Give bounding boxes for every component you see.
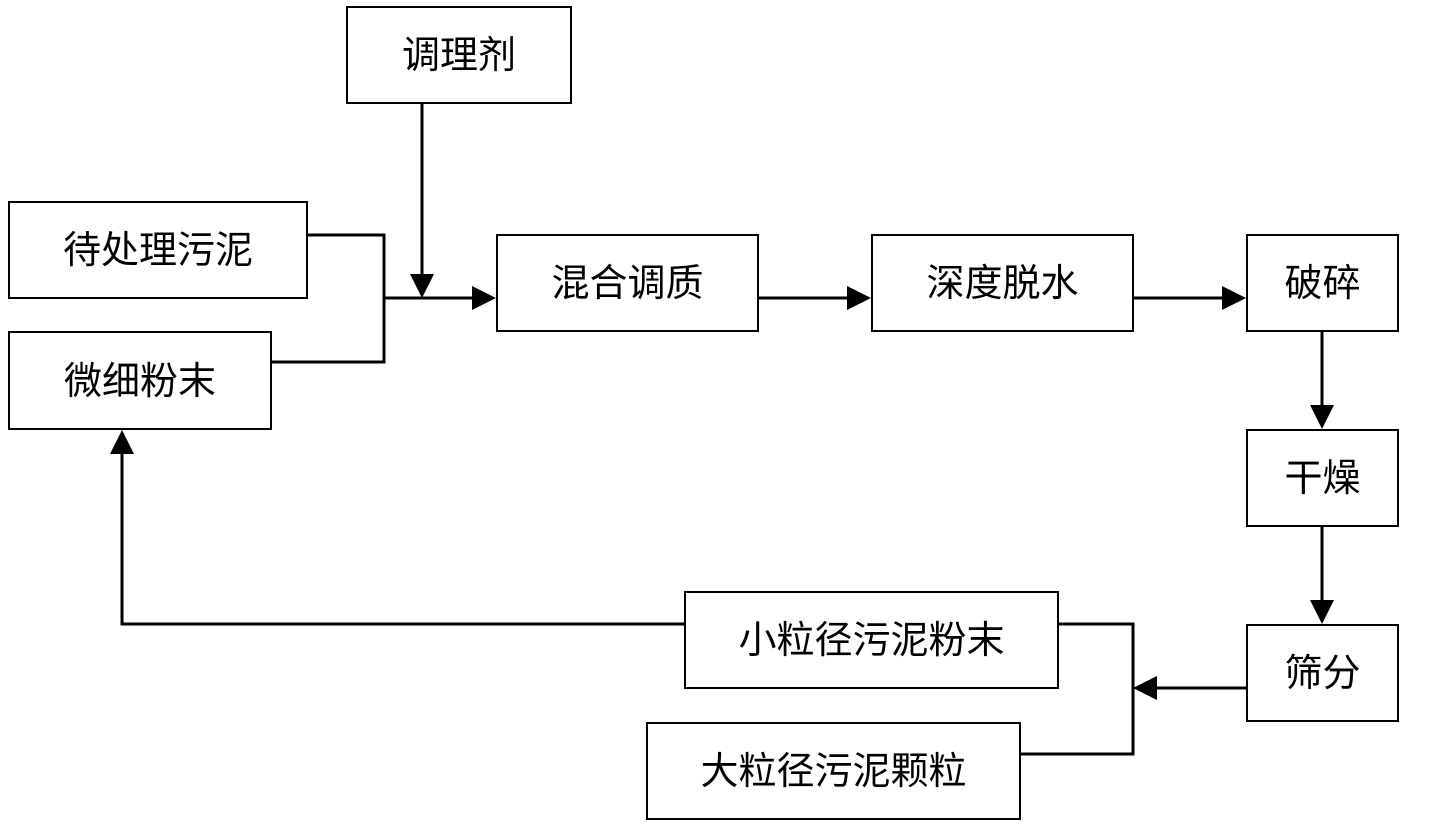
- node-screening-label: 筛分: [1284, 651, 1361, 695]
- node-crushing-label: 破碎: [1284, 261, 1361, 305]
- node-sludge-to-treat-label: 待处理污泥: [62, 228, 253, 272]
- arrowhead-screen-to-split: [1133, 676, 1157, 700]
- node-deep-dewatering: 深度脱水: [871, 234, 1134, 332]
- arrowhead-dry-to-screen: [1310, 600, 1334, 624]
- node-small-particle-powder-label: 小粒径污泥粉末: [738, 618, 1005, 662]
- node-conditioner: 调理剂: [346, 6, 572, 104]
- arrowhead-crush-to-dry: [1310, 405, 1334, 429]
- arrow-recycle-to-fine-powder: [120, 452, 684, 626]
- connector-split-bracket: [1021, 622, 1135, 756]
- node-fine-powder: 微细粉末: [8, 331, 272, 430]
- node-large-particle-granules-label: 大粒径污泥颗粒: [700, 749, 967, 793]
- arrowhead-merge-to-mix: [472, 286, 496, 310]
- node-fine-powder-label: 微细粉末: [63, 358, 216, 403]
- node-conditioner-label: 调理剂: [401, 33, 516, 77]
- node-screening: 筛分: [1246, 624, 1399, 722]
- node-small-particle-powder: 小粒径污泥粉末: [684, 591, 1059, 689]
- arrowhead-recycle-to-fine-powder: [110, 430, 134, 454]
- node-mix-conditioning: 混合调质: [496, 234, 759, 332]
- node-drying-label: 干燥: [1284, 456, 1361, 500]
- node-large-particle-granules: 大粒径污泥颗粒: [646, 722, 1021, 820]
- node-sludge-to-treat: 待处理污泥: [8, 201, 308, 299]
- arrowhead-conditioner-down: [410, 274, 434, 298]
- arrowhead-mix-to-dewater: [847, 286, 871, 310]
- node-mix-conditioning-label: 混合调质: [551, 261, 704, 305]
- arrowhead-dewater-to-crush: [1222, 286, 1246, 310]
- node-drying: 干燥: [1246, 429, 1399, 527]
- node-crushing: 破碎: [1246, 234, 1399, 332]
- node-deep-dewatering-label: 深度脱水: [926, 261, 1079, 305]
